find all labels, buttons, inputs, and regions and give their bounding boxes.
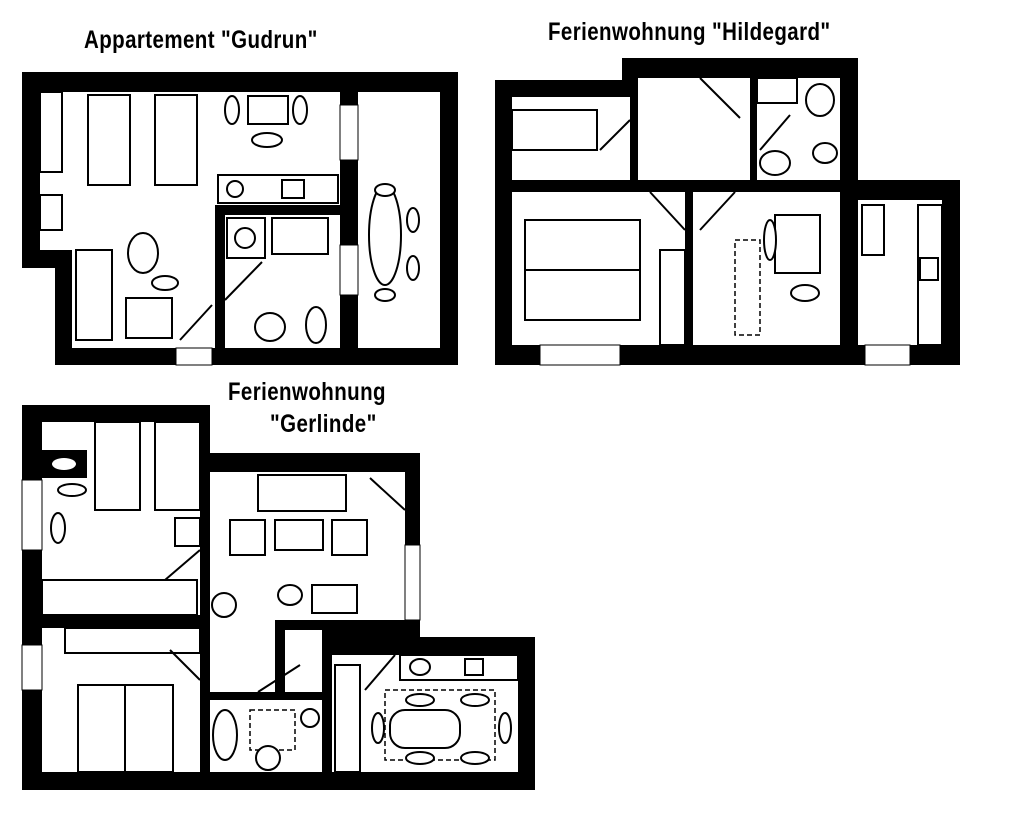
toilet	[759, 150, 791, 176]
bed	[87, 94, 131, 186]
cabinet	[174, 517, 201, 547]
table	[774, 214, 821, 274]
chair	[406, 255, 420, 281]
bed	[154, 421, 201, 511]
chair	[57, 483, 87, 497]
gerlinde-title-line1: Ferienwohnung	[228, 378, 386, 406]
chair	[371, 712, 385, 744]
chair	[405, 751, 435, 765]
chair	[460, 693, 490, 707]
gerlinde-hall	[285, 630, 322, 692]
chair	[251, 132, 283, 148]
dining-table	[274, 519, 324, 551]
gerlinde-title-line2: "Gerlinde"	[270, 410, 377, 438]
chair	[374, 183, 396, 197]
chair	[763, 219, 777, 261]
bidet	[812, 142, 838, 164]
desk	[247, 95, 289, 125]
chair	[374, 288, 396, 302]
hildegard-plan	[495, 58, 960, 366]
door-swing	[599, 77, 791, 231]
gerlinde-corridor	[210, 620, 275, 692]
window	[21, 479, 43, 551]
armchair	[125, 297, 173, 339]
stove-plate	[409, 658, 431, 676]
sink	[464, 658, 484, 676]
stove-plate	[52, 458, 76, 470]
cabinet	[39, 194, 63, 231]
bath-tub	[756, 77, 798, 104]
chair	[460, 751, 490, 765]
gudrun-door-gap	[175, 347, 213, 366]
door-swing	[164, 477, 406, 693]
door-swing	[179, 261, 263, 341]
wardrobe	[39, 91, 63, 173]
wardrobe	[64, 627, 201, 654]
stove-round	[211, 592, 237, 618]
gudrun-bath-wall	[215, 205, 225, 348]
chair	[292, 95, 308, 125]
side-table	[277, 584, 303, 606]
bed	[154, 94, 198, 186]
sink	[281, 179, 305, 199]
stove	[226, 180, 244, 198]
gudrun-plan	[22, 72, 458, 366]
gudrun-window	[339, 104, 359, 161]
hildegard-title: Ferienwohnung "Hildegard"	[548, 18, 831, 46]
gudrun-title: Appartement "Gudrun"	[84, 26, 318, 54]
chair	[405, 693, 435, 707]
vanity	[271, 217, 329, 255]
cabinet	[311, 584, 358, 614]
hildegard-hall	[638, 78, 750, 180]
gerlinde-plan	[21, 405, 535, 790]
shelf	[334, 664, 361, 773]
window	[539, 344, 621, 366]
toilet	[255, 745, 281, 771]
window	[404, 544, 421, 621]
dining-table	[368, 184, 402, 286]
chair	[331, 519, 368, 556]
window	[21, 644, 43, 691]
sink	[300, 708, 320, 728]
sink	[805, 83, 835, 117]
wardrobe	[659, 249, 686, 346]
wardrobe	[41, 579, 198, 616]
gudrun-bath-wall-top	[215, 205, 340, 215]
chair	[151, 275, 179, 291]
chair	[406, 207, 420, 233]
chair	[229, 519, 266, 556]
bed	[94, 421, 141, 511]
table	[127, 232, 159, 274]
chair	[224, 95, 240, 125]
toilet	[254, 312, 286, 342]
dashed-desk	[734, 239, 761, 336]
chair	[50, 512, 66, 544]
dashed-table-area	[384, 689, 496, 761]
sofa	[257, 474, 347, 512]
gudrun-window	[339, 244, 359, 296]
window	[864, 344, 911, 366]
stove	[919, 257, 939, 281]
bed	[511, 109, 598, 151]
shower-drain	[234, 227, 256, 249]
chair	[790, 284, 820, 302]
chair	[498, 712, 512, 744]
sofa	[75, 249, 113, 341]
dining-table	[389, 709, 461, 749]
bidet	[305, 306, 327, 344]
bath-tub	[212, 709, 238, 761]
cabinet	[861, 204, 885, 256]
